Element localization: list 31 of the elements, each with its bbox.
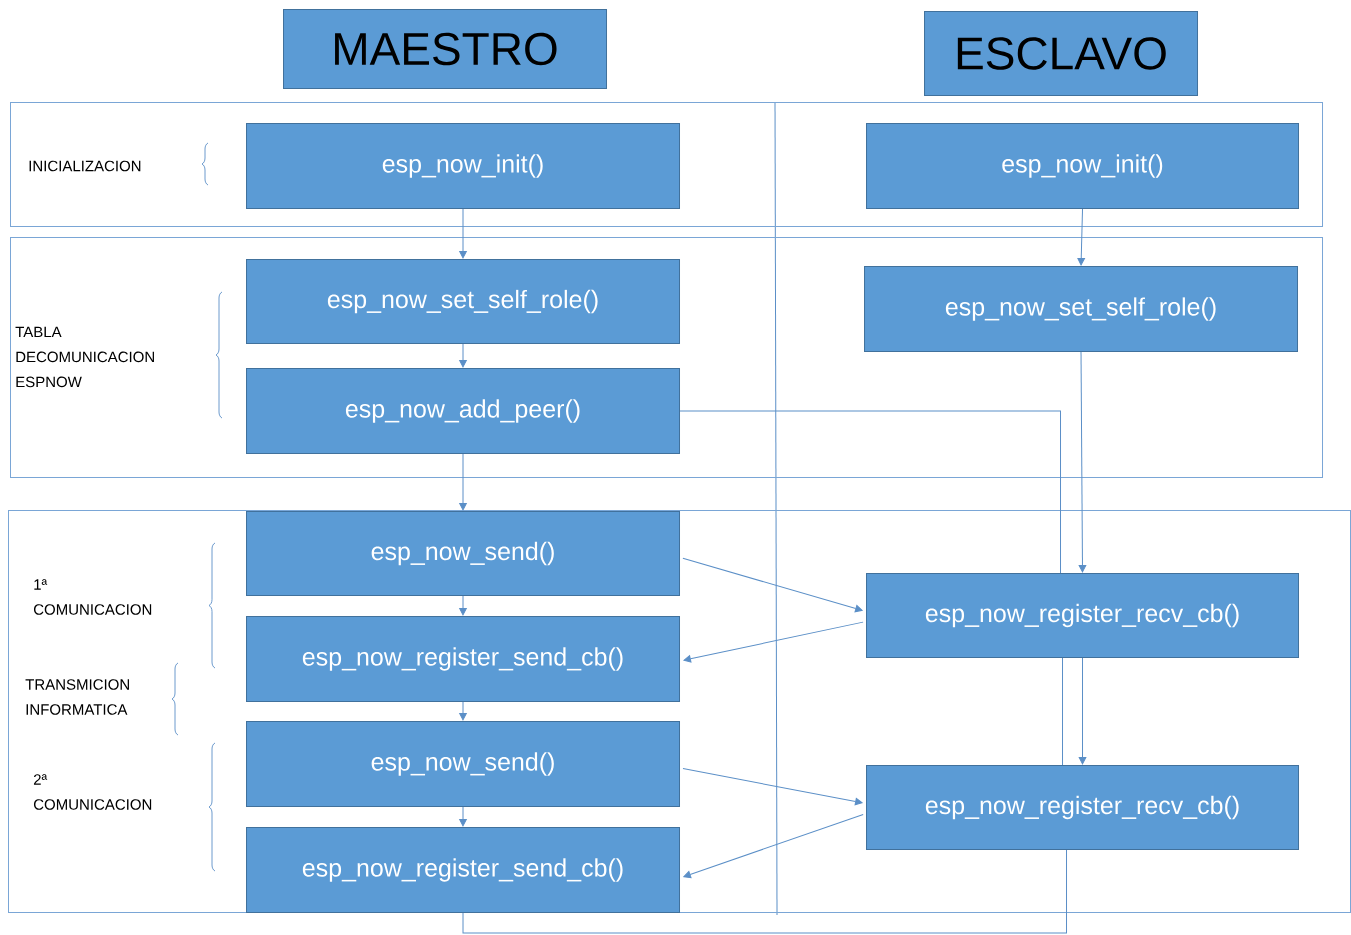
arrow <box>459 701 467 721</box>
function-box: esp_now_set_self_role() <box>246 259 680 344</box>
function-box: esp_now_init() <box>246 123 680 209</box>
function-box: esp_now_register_send_cb() <box>246 616 680 702</box>
section-label: TRANSMICION INFORMATICA <box>25 679 129 715</box>
function-box: esp_now_register_send_cb() <box>246 827 680 913</box>
function-box: esp_now_register_recv_cb() <box>866 573 1299 658</box>
arrow <box>459 806 467 827</box>
column-header: MAESTRO <box>283 9 607 89</box>
section-label: 2ª COMUNICACION <box>33 774 152 810</box>
section-label: 1ª COMUNICACION <box>33 579 152 615</box>
function-box: esp_now_send() <box>246 721 680 807</box>
function-box: esp_now_set_self_role() <box>864 266 1298 352</box>
arrow <box>459 453 467 511</box>
arrow <box>459 595 467 616</box>
arrow <box>682 557 863 613</box>
arrow <box>1077 208 1085 266</box>
section-label: INICIALIZACION <box>29 160 141 172</box>
function-box: esp_now_send() <box>246 511 680 596</box>
section-label: TABLA DECOMUNICACION ESPNOW <box>15 326 154 388</box>
arrow <box>682 768 863 806</box>
arrow <box>1078 657 1087 765</box>
arrow <box>459 208 467 259</box>
arrow <box>683 621 864 663</box>
function-box: esp_now_add_peer() <box>246 368 680 454</box>
column-header: ESCLAVO <box>924 11 1198 96</box>
arrow <box>459 343 467 368</box>
arrow <box>683 814 864 879</box>
function-box: esp_now_register_recv_cb() <box>866 765 1299 850</box>
function-box: esp_now_init() <box>866 123 1299 209</box>
arrow <box>1078 351 1087 573</box>
